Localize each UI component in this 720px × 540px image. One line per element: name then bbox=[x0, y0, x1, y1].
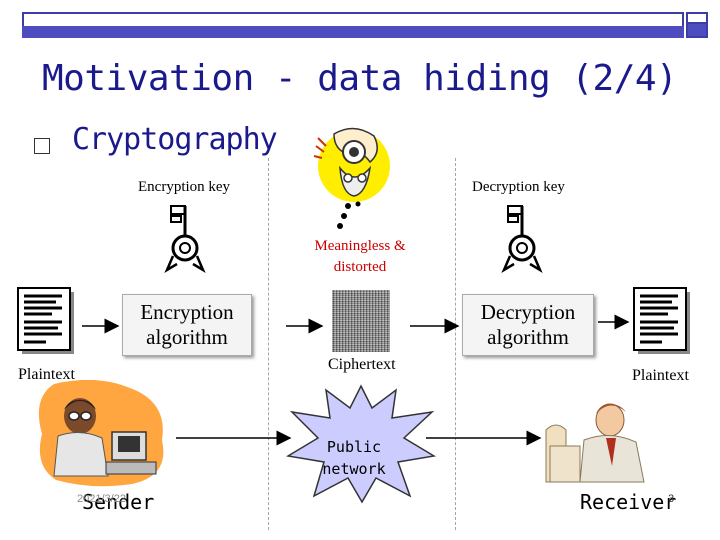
meaningless-label-line2: distorted bbox=[333, 259, 387, 275]
plaintext-label-right: Plaintext bbox=[632, 367, 689, 384]
encryption-algorithm-line1: Encryption bbox=[140, 300, 234, 324]
public-network-burst bbox=[286, 384, 436, 504]
meaningless-label-line1: Meaningless & bbox=[314, 238, 406, 254]
separator-right bbox=[455, 158, 456, 530]
eavesdropper-icon bbox=[313, 127, 390, 229]
decryption-key-label: Decryption key bbox=[472, 179, 565, 195]
public-network-line2: network bbox=[322, 460, 386, 478]
header-bar-fill bbox=[22, 26, 684, 38]
header-corner-box-fill bbox=[686, 22, 708, 38]
meaningless-label: Meaningless & distorted bbox=[290, 236, 430, 278]
slide-title: Motivation - data hiding (2/4) bbox=[42, 58, 678, 99]
receiver-label: Receiver bbox=[580, 490, 677, 514]
sender-label: Sender bbox=[82, 490, 155, 514]
decryption-algorithm-line2: algorithm bbox=[487, 325, 569, 349]
bullet-text: Cryptography bbox=[72, 122, 278, 157]
encryption-algorithm-line2: algorithm bbox=[146, 325, 228, 349]
encryption-key-icon bbox=[164, 205, 206, 274]
ciphertext-label: Ciphertext bbox=[328, 356, 396, 373]
public-network-line1: Public bbox=[326, 438, 382, 456]
plaintext-document-icon-right bbox=[633, 287, 690, 354]
bullet-checkbox-icon bbox=[34, 138, 50, 154]
plaintext-document-icon-left bbox=[17, 287, 74, 354]
decryption-algorithm-box: Decryption algorithm bbox=[462, 294, 594, 356]
page-number: 3 bbox=[668, 493, 675, 505]
decryption-key-icon bbox=[501, 205, 543, 274]
encryption-key-label: Encryption key bbox=[138, 179, 231, 195]
separator-left bbox=[268, 158, 269, 530]
slide-date: 2021/3/22 bbox=[77, 493, 126, 505]
encryption-algorithm-box: Encryption algorithm bbox=[122, 294, 252, 356]
public-network-label: Public network bbox=[318, 436, 390, 480]
sender-icon bbox=[39, 380, 164, 487]
plaintext-label-left: Plaintext bbox=[18, 366, 75, 383]
ciphertext-image bbox=[332, 290, 390, 352]
decryption-algorithm-line1: Decryption bbox=[480, 300, 576, 324]
receiver-icon bbox=[545, 403, 645, 483]
